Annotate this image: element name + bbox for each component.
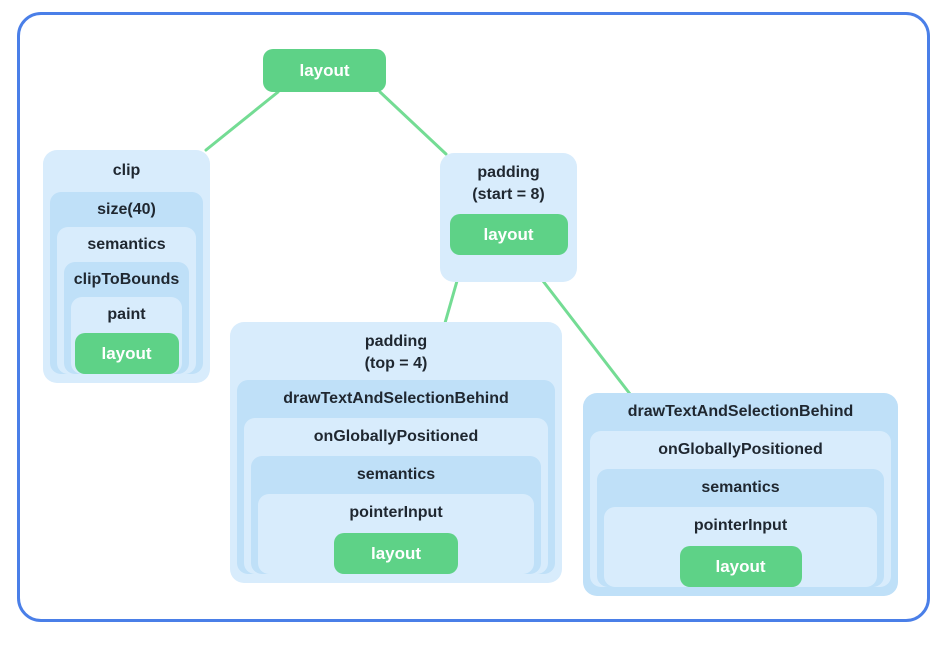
padding-start-label: padding (start = 8) [440, 153, 577, 211]
drawtext-layout-node: layout [679, 546, 802, 587]
pointerinput-label: pointerInput [349, 504, 443, 521]
clip-layout-node: layout [74, 333, 179, 374]
drawtext-modifier-box: drawTextAndSelectionBehind onGloballyPos… [237, 380, 555, 574]
semantics-modifier-box: semantics pointerInput layout [251, 456, 541, 574]
paint-label: paint [107, 305, 146, 323]
padding-top-label-line1: padding [364, 333, 428, 350]
ongloballypositioned-label: onGloballyPositioned [658, 441, 823, 458]
size-label: size(40) [97, 200, 156, 218]
root-layout-node: layout [263, 49, 386, 92]
drawtext-label: drawTextAndSelectionBehind [627, 403, 854, 420]
semantics-modifier-box: semantics pointerInput layout [597, 469, 884, 587]
padding-top-layout-node: layout [334, 533, 458, 574]
clip-label: clip [112, 162, 141, 179]
semantics-label: semantics [356, 466, 436, 483]
semantics-label: semantics [87, 235, 166, 253]
cliptobounds-modifier-box: clipToBounds paint layout [64, 262, 189, 374]
pointerinput-label: pointerInput [693, 517, 788, 534]
connector-padding-start-to-draw-text [541, 279, 632, 396]
cliptobounds-label: clipToBounds [73, 270, 180, 288]
ongloballypositioned-modifier-box: onGloballyPositioned semantics pointerIn… [590, 431, 891, 587]
drawtext-tree-box: drawTextAndSelectionBehind onGloballyPos… [583, 393, 898, 596]
ongloballypositioned-modifier-box: onGloballyPositioned semantics pointerIn… [244, 418, 548, 574]
drawtext-label: drawTextAndSelectionBehind [283, 390, 509, 407]
connector-root-to-padding-start [378, 90, 448, 156]
clip-modifier-box: clip size(40) semantics clipToBounds pai… [43, 150, 210, 383]
padding-start-label-line2: (start = 8) [472, 186, 545, 203]
size-modifier-box: size(40) semantics clipToBounds paint la… [50, 192, 203, 374]
pointerinput-modifier-box: pointerInput layout [604, 507, 877, 587]
paint-modifier-box: paint layout [71, 297, 182, 374]
padding-top-modifier-box: padding (top = 4) drawTextAndSelectionBe… [230, 322, 562, 583]
connector-padding-start-to-padding-top [443, 279, 459, 325]
padding-top-label-line2: (top = 4) [364, 355, 428, 372]
padding-start-label-line1: padding [477, 164, 540, 181]
pointerinput-modifier-box: pointerInput layout [258, 494, 534, 574]
diagram-frame [17, 12, 930, 622]
connector-root-to-clip [204, 90, 280, 152]
padding-start-layout-node: layout [449, 214, 568, 255]
padding-start-modifier-box: padding (start = 8) layout [440, 153, 577, 282]
ongloballypositioned-label: onGloballyPositioned [313, 428, 479, 445]
semantics-label: semantics [701, 479, 780, 496]
semantics-modifier-box: semantics clipToBounds paint layout [57, 227, 196, 374]
padding-top-label: padding (top = 4) [230, 322, 562, 380]
